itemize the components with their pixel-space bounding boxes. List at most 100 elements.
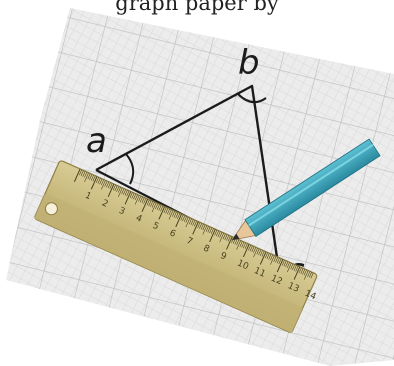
ruler-tick bbox=[273, 256, 277, 262]
ruler-tick bbox=[165, 207, 169, 214]
ruler-tick bbox=[266, 253, 270, 259]
ruler-tick bbox=[150, 201, 154, 207]
ruler-tick bbox=[126, 190, 130, 197]
ruler-tick bbox=[253, 247, 257, 253]
ruler-tick bbox=[101, 180, 106, 190]
ruler-number: 6 bbox=[168, 228, 178, 240]
ruler-tick bbox=[175, 212, 179, 219]
ruler-tick bbox=[166, 208, 170, 215]
ruler-tick bbox=[258, 249, 262, 256]
ruler-tick bbox=[268, 253, 272, 260]
ruler-tick bbox=[92, 175, 96, 182]
ruler-tick bbox=[219, 232, 223, 238]
ruler-number: 9 bbox=[218, 251, 228, 263]
ruler-tick bbox=[292, 264, 296, 271]
ruler-tick bbox=[118, 187, 123, 198]
ruler-tick bbox=[121, 188, 125, 195]
ruler-tick bbox=[270, 255, 275, 265]
ruler-tick bbox=[90, 174, 94, 181]
ruler-tick bbox=[129, 192, 133, 198]
ruler-tick bbox=[158, 206, 166, 220]
ruler-tick bbox=[264, 252, 268, 259]
ruler-tick bbox=[160, 205, 164, 212]
ruler-number: 2 bbox=[100, 198, 109, 209]
ruler-tick bbox=[275, 256, 279, 263]
ruler-tick bbox=[276, 257, 280, 264]
ruler-ticks bbox=[73, 168, 314, 280]
ruler-tick bbox=[114, 185, 118, 192]
ruler-tick bbox=[209, 228, 216, 243]
ruler-tick bbox=[139, 196, 143, 203]
ruler-tick bbox=[89, 174, 93, 180]
ruler-tick bbox=[177, 213, 181, 219]
ruler-tick bbox=[97, 177, 101, 184]
ruler-tick bbox=[148, 200, 152, 207]
ruler-tick bbox=[259, 251, 267, 265]
ruler-tick bbox=[226, 235, 230, 241]
ruler-tick bbox=[90, 176, 98, 190]
ruler-tick bbox=[109, 183, 113, 189]
ruler-tick bbox=[190, 219, 194, 225]
ruler-tick bbox=[158, 204, 162, 211]
ruler-number: 1 bbox=[83, 191, 92, 202]
ruler-tick bbox=[133, 193, 137, 200]
ruler-tick bbox=[117, 186, 121, 193]
ruler-tick bbox=[303, 270, 309, 280]
ruler-tick bbox=[134, 195, 140, 205]
ruler-tick bbox=[278, 258, 282, 265]
ruler-tick bbox=[286, 262, 290, 268]
ruler-tick bbox=[104, 180, 108, 187]
ruler-tick bbox=[123, 189, 127, 195]
ruler-tick bbox=[302, 268, 306, 275]
ruler-tick bbox=[173, 211, 177, 218]
ruler-number: 7 bbox=[185, 236, 194, 247]
ruler-tick bbox=[172, 210, 176, 217]
ruler-tick bbox=[303, 269, 307, 276]
pencil bbox=[231, 138, 381, 241]
ruler-tick bbox=[163, 207, 167, 213]
ruler-tick bbox=[151, 201, 155, 208]
ruler-tick bbox=[202, 225, 208, 235]
ruler-tick bbox=[236, 239, 240, 246]
ruler-tick bbox=[202, 224, 206, 231]
ruler-tick bbox=[226, 236, 233, 250]
ruler-tick bbox=[101, 179, 105, 186]
ruler-tick bbox=[214, 229, 218, 236]
ruler-tick bbox=[168, 209, 172, 216]
ruler-tick bbox=[141, 197, 145, 204]
ruler-number: 10 bbox=[235, 259, 250, 273]
ruler-tick bbox=[185, 217, 191, 228]
ruler-hole bbox=[44, 202, 58, 216]
ruler-number: 8 bbox=[202, 243, 212, 255]
ruler-tick bbox=[180, 214, 184, 221]
ruler-tick bbox=[310, 272, 314, 279]
vertex-label-a: a bbox=[86, 121, 107, 161]
ruler-tick bbox=[300, 268, 304, 274]
ruler-tick bbox=[281, 259, 285, 266]
ruler-tick bbox=[270, 254, 274, 261]
ruler-number: 11 bbox=[252, 266, 267, 280]
ruler-tick bbox=[307, 271, 311, 277]
top-caption: graph paper by bbox=[115, 0, 279, 15]
ruler-tick bbox=[155, 203, 159, 210]
ruler-tick bbox=[106, 181, 110, 188]
ruler-tick bbox=[112, 184, 116, 191]
ruler-tick bbox=[82, 171, 86, 177]
ruler-tick bbox=[298, 267, 302, 274]
ruler-tick bbox=[236, 240, 241, 250]
ruler-tick bbox=[185, 216, 189, 223]
ruler-tick bbox=[283, 260, 287, 267]
ruler-tick bbox=[175, 213, 182, 228]
ruler-tick bbox=[209, 227, 213, 234]
ruler-tick bbox=[124, 191, 132, 205]
ruler-tick bbox=[287, 262, 292, 273]
ruler-number: 5 bbox=[151, 221, 160, 232]
ruler-tick bbox=[253, 247, 258, 258]
ruler-number: 14 bbox=[303, 289, 318, 303]
ruler-tick bbox=[73, 168, 81, 182]
ruler-tick bbox=[99, 178, 103, 185]
ruler-tick bbox=[276, 259, 284, 273]
